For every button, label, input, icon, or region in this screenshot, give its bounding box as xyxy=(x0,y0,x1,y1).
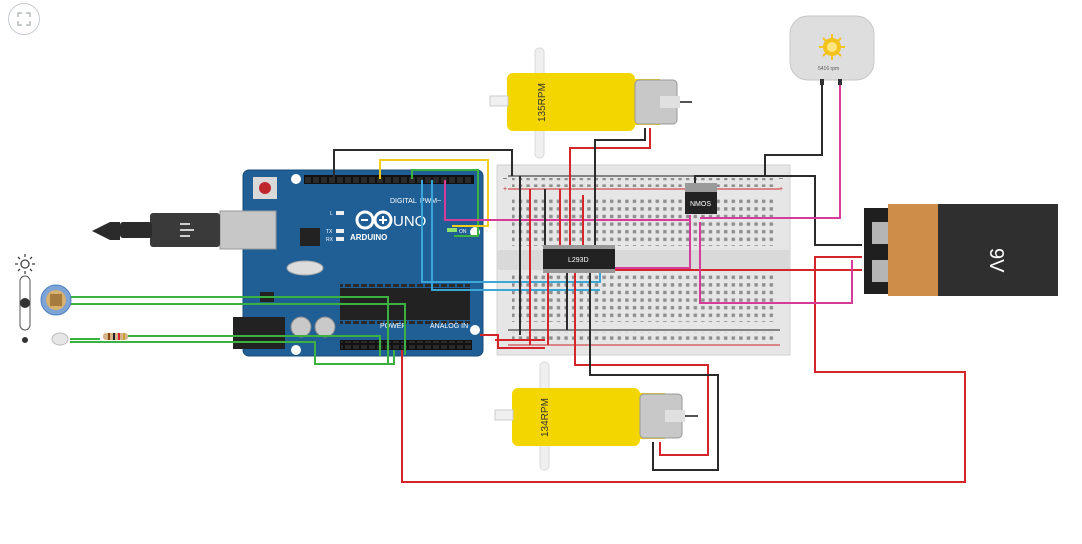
svg-text:+: + xyxy=(779,186,783,193)
motor-top-label: 135RPM xyxy=(537,83,548,122)
dc-motor[interactable]: 5416 rpm xyxy=(789,15,875,85)
tx-label: TX xyxy=(326,229,333,235)
wires[interactable] xyxy=(70,82,966,483)
l293d-label: L293D xyxy=(568,257,589,264)
on-label: ON xyxy=(459,229,467,235)
arduino-brand: ARDUINO xyxy=(350,233,387,242)
fit-to-view-icon xyxy=(17,12,31,26)
svg-text:–: – xyxy=(779,175,783,182)
battery-9v[interactable]: 9V xyxy=(864,204,1058,296)
digital-label: DIGITAL xyxy=(390,198,417,205)
arduino-board[interactable]: ARDUINO UNO DIGITAL PWM~ POWER ANALOG IN… xyxy=(92,169,484,357)
dc-motor-label: 5416 rpm xyxy=(818,66,839,72)
dc-motor-sun-icon xyxy=(819,34,845,60)
l293d-chip[interactable]: L293D xyxy=(543,245,615,273)
nmos-transistor[interactable]: NMOS xyxy=(685,183,717,214)
dark-level-dot xyxy=(22,337,28,343)
rx-label: RX xyxy=(326,237,334,243)
battery-label: 9V xyxy=(985,248,1007,273)
power-label: POWER xyxy=(380,323,406,330)
motor-bottom-label: 134RPM xyxy=(540,398,551,437)
gear-motor-top[interactable]: 135RPM xyxy=(489,47,692,159)
breadboard[interactable]: – + – + xyxy=(496,164,791,356)
nmos-label: NMOS xyxy=(690,201,711,208)
analog-label: ANALOG IN xyxy=(430,323,468,330)
l-led-label: L xyxy=(330,211,333,217)
gear-motor-bottom[interactable]: 134RPM xyxy=(494,361,698,471)
pwm-label: PWM~ xyxy=(420,198,441,205)
resistor[interactable] xyxy=(103,333,128,340)
light-slider[interactable] xyxy=(15,254,35,343)
photoresistor[interactable] xyxy=(40,284,72,316)
led[interactable] xyxy=(51,332,69,346)
fit-to-view-button[interactable] xyxy=(8,3,40,35)
light-slider-knob[interactable] xyxy=(20,298,30,308)
arduino-logo xyxy=(355,210,393,230)
svg-text:+: + xyxy=(503,186,507,193)
svg-text:–: – xyxy=(503,175,507,182)
arduino-model: UNO xyxy=(393,213,426,230)
sun-icon xyxy=(15,254,35,274)
